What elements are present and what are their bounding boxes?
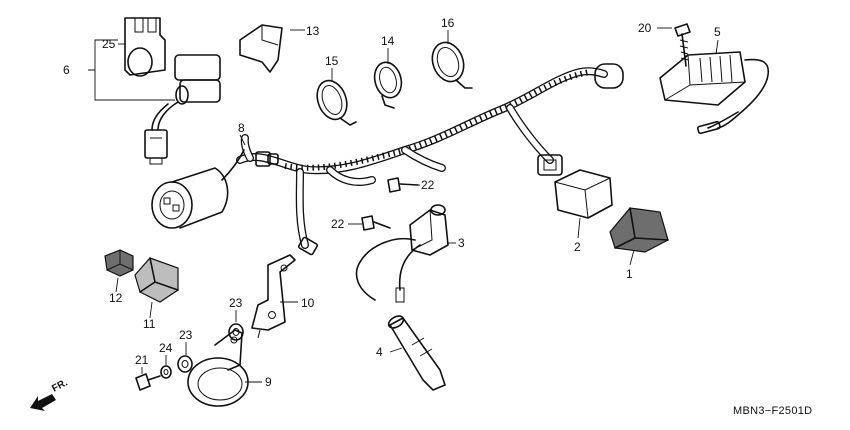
part-22-bolt-lower [361,215,391,231]
part-10-horn-stay [251,254,296,339]
callout-11: 11 [143,317,156,331]
part-5-regulator [659,51,770,135]
part-8-connector-body [151,149,245,229]
part-14-band [373,61,403,109]
part-11-cover [134,257,179,303]
part-21-bolt [135,373,161,391]
part-24-washer [160,365,172,379]
callout-23-lower: 23 [179,328,193,342]
callout-9: 9 [265,375,272,389]
part-25-rubber-cover [124,17,166,77]
part-23-washer-lower [177,355,193,373]
part-1-relay-cover [609,207,669,253]
callout-15: 15 [325,54,339,68]
callout-25: 25 [102,37,116,51]
leader-lines [88,27,719,383]
part-16-band [431,41,473,89]
part-22-bolt-upper [387,177,419,193]
callout-24: 24 [159,341,173,355]
part-9-horn [187,329,249,407]
part-15-band [316,79,357,126]
part-23-washer-upper [228,323,244,341]
part-2-control-unit [554,169,613,219]
front-label: FR. [50,377,70,394]
callout-2: 2 [574,240,581,254]
front-arrow-icon [30,394,56,411]
callout-22-upper: 22 [421,178,435,192]
callout-3: 3 [458,236,465,250]
callout-8: 8 [238,121,245,135]
part-6-sub-harness [144,54,221,165]
callout-6: 6 [63,63,70,77]
part-20-bolt [674,23,691,67]
part-12-connector [104,249,134,277]
part-3-ignition-coil [355,204,449,303]
callout-14: 14 [381,34,395,48]
callout-12: 12 [109,291,123,305]
callout-20: 20 [638,21,652,35]
callout-1: 1 [626,267,633,281]
callout-5: 5 [714,25,721,39]
callout-21: 21 [135,353,149,367]
callout-23-upper: 23 [229,296,243,310]
wire-harness [236,63,624,256]
callout-16: 16 [441,16,455,30]
callout-10: 10 [301,296,315,310]
part-13-bracket [239,24,283,73]
callout-labels: 25 6 8 13 15 14 16 20 5 22 22 3 2 1 4 12… [63,16,721,389]
part-4-plug-cap [387,315,446,391]
callout-4: 4 [376,345,383,359]
callout-13: 13 [306,24,320,38]
front-direction-marker: FR. [30,377,70,411]
diagram-code: MBN3−F2501D [733,405,812,417]
callout-22-lower: 22 [331,217,345,231]
